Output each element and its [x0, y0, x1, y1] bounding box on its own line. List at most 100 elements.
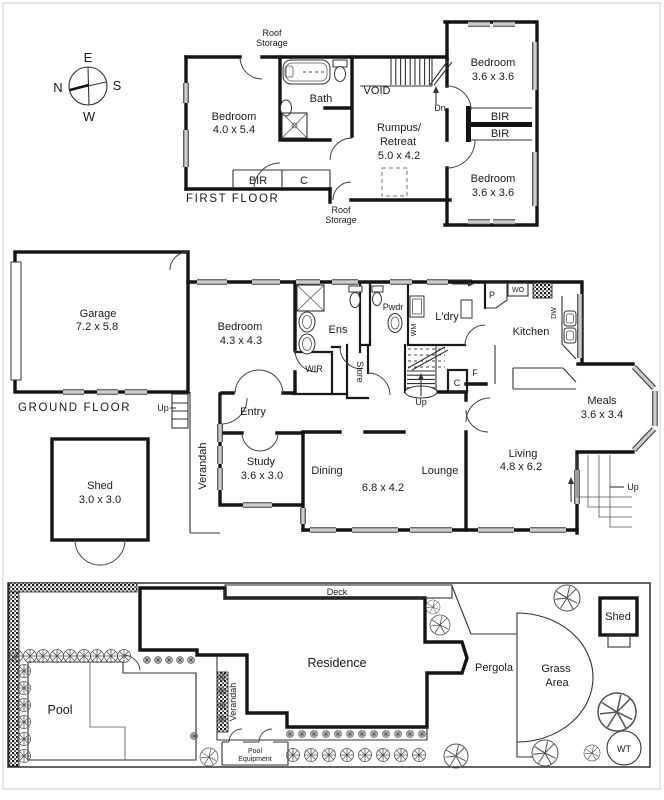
label-ldry: L'dry [435, 311, 459, 323]
label-bir2: BIR [491, 128, 509, 140]
label-wm: WM [411, 324, 418, 337]
label-pergola: Pergola [475, 662, 514, 674]
kitchen-fixtures [484, 282, 577, 390]
deck-outline [224, 584, 453, 599]
label-meals: Meals [587, 395, 617, 407]
stairs-down [390, 58, 453, 86]
cooktop [532, 282, 553, 299]
label-site-shed: Shed [605, 611, 631, 623]
label-grass2: Area [545, 677, 569, 689]
stairs-up [404, 346, 449, 399]
laundry-trough [460, 299, 473, 319]
first-floor-windows [183, 21, 538, 225]
closet-c [446, 368, 469, 394]
first-floor-plan: Roof Storage Bedroom 4.0 x 5.4 Bath VOID… [183, 20, 539, 227]
grass-outline [516, 612, 594, 758]
label-bedroom-ne-dim: 3.6 x 3.6 [472, 71, 514, 83]
label-bedroom-main: Bedroom [212, 111, 257, 123]
label-bir1: BIR [491, 111, 509, 123]
roof-access-hatch [381, 167, 408, 197]
label-bedroom-se: Bedroom [471, 173, 516, 185]
label-study-dim: 3.6 x 3.0 [241, 470, 283, 482]
washing-machine [409, 295, 425, 318]
label-garage: Garage [80, 308, 117, 320]
compass-east: E [84, 50, 93, 65]
stair-direction-arrow [433, 86, 439, 93]
label-bir-main: BIR [249, 175, 267, 187]
label-verandah-gf: Verandah [197, 442, 209, 489]
label-fridge: F [472, 368, 478, 378]
garage-door [10, 261, 22, 381]
label-bedroom-main-dim: 4.0 x 5.4 [213, 124, 255, 136]
label-garage-dim: 7.2 x 5.8 [76, 321, 118, 333]
bathtub [282, 59, 331, 85]
label-entry: Entry [240, 406, 266, 418]
label-shed-gf-dim: 3.0 x 3.0 [79, 494, 121, 506]
label-up-stairs: Up [415, 397, 427, 407]
label-rumpus: Rumpus/ [377, 122, 422, 134]
compass-west: W [83, 109, 96, 124]
label-gf-bedroom-dim: 4.3 x 4.3 [220, 335, 262, 347]
bay-window [631, 365, 658, 452]
label-shed-gf: Shed [87, 480, 113, 492]
label-bath: Bath [310, 93, 333, 105]
garden-bed-left [8, 591, 20, 767]
label-residence: Residence [307, 656, 366, 670]
label-rumpus-dim: 5.0 x 4.2 [378, 150, 420, 162]
label-pwdr: Pwdr [383, 302, 404, 312]
page-border [2, 2, 661, 790]
label-living-dim: 4.8 x 6.2 [500, 461, 542, 473]
label-wt: WT [617, 744, 631, 754]
label-closet-main: C [300, 175, 308, 187]
label-up-drive: Up [157, 403, 169, 413]
label-dining-dim: 6.8 x 4.2 [362, 482, 404, 494]
shed-detached [50, 437, 150, 566]
first-floor-title: FIRST FLOOR [186, 193, 279, 205]
label-meals-dim: 3.6 x 3.4 [581, 409, 623, 421]
label-bedroom-ne: Bedroom [471, 57, 516, 69]
label-pool: Pool [47, 703, 72, 717]
ground-floor-plan: Garage 7.2 x 5.8 GROUND FLOOR Up Bedroom… [10, 250, 658, 566]
ground-floor-title: GROUND FLOOR [18, 402, 131, 414]
sink [563, 310, 577, 327]
label-pool-equipment: Pool [248, 748, 262, 755]
ground-floor-windows [63, 279, 583, 533]
terrace-steps [576, 455, 632, 528]
label-verandah-site: Verandah [228, 683, 238, 722]
label-dn: Dn [434, 103, 446, 113]
label-closet-gf: C [454, 378, 461, 388]
basin [280, 99, 292, 117]
label-deck: Deck [327, 587, 348, 597]
shower [281, 112, 308, 139]
label-lounge: Lounge [422, 465, 459, 477]
compass-icon: E S W N [53, 50, 121, 124]
label-roof-storage-bottom: Roof [331, 205, 351, 215]
label-dw: DW [551, 307, 558, 319]
label-wir: WIR [305, 364, 323, 374]
label-study: Study [247, 456, 276, 468]
label-roof-storage-top2: Storage [256, 38, 288, 48]
garden-bed-top [8, 582, 138, 593]
label-bedroom-se-dim: 3.6 x 3.6 [472, 187, 514, 199]
pool-equipment-structure [221, 728, 289, 766]
label-dining: Dining [311, 465, 342, 477]
ensuite-fixtures [296, 284, 363, 355]
label-pool-equipment2: Equipment [238, 756, 272, 763]
label-wo: WO [512, 287, 525, 294]
label-roof-storage-bottom2: Storage [325, 215, 357, 225]
label-pantry: P [489, 290, 495, 300]
toilet [332, 59, 348, 82]
water-tank [606, 730, 642, 766]
compass-north: N [53, 80, 62, 95]
driveway-steps [170, 393, 189, 429]
site-plan: Deck Residence Pool Verandah Pergola Gra… [7, 582, 651, 769]
label-up-terrace: Up [627, 482, 639, 492]
label-store: Store [355, 361, 365, 383]
label-kitchen: Kitchen [513, 326, 550, 338]
step-arrow [568, 477, 574, 484]
label-ens: Ens [329, 324, 348, 336]
powder-fixtures [371, 285, 403, 333]
label-living: Living [509, 448, 538, 460]
